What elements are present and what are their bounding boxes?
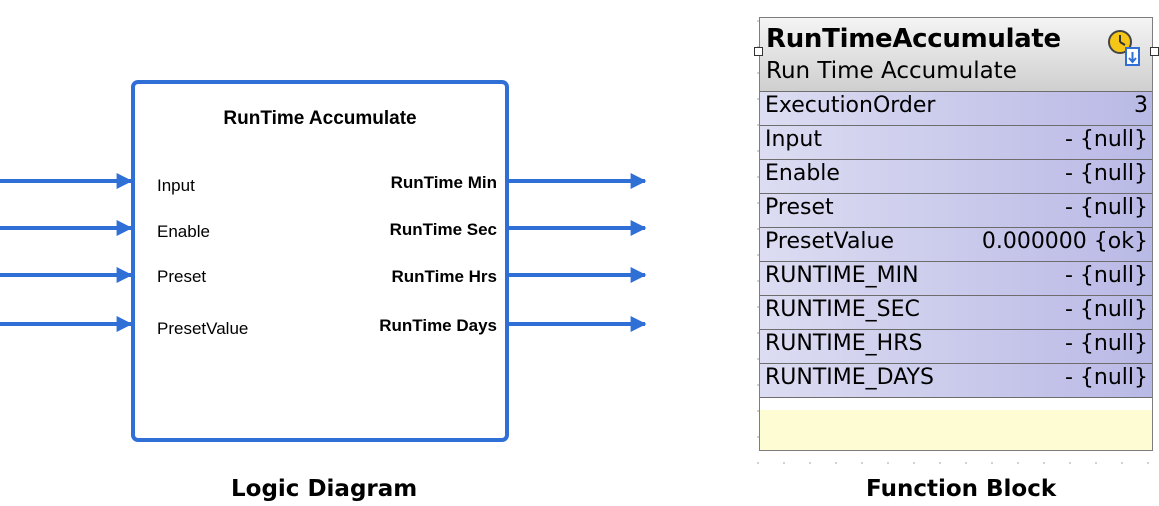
property-value: - {null}: [1064, 161, 1148, 186]
property-row-enable[interactable]: Enable - {null}: [760, 160, 1152, 194]
property-name: RUNTIME_SEC: [765, 297, 920, 322]
property-row-runtime-hrs[interactable]: RUNTIME_HRS - {null}: [760, 330, 1152, 364]
function-block[interactable]: RunTimeAccumulate Run Time Accumulate Ex…: [759, 17, 1153, 451]
property-row-runtime-min[interactable]: RUNTIME_MIN - {null}: [760, 262, 1152, 296]
function-block-title: RunTimeAccumulate: [766, 24, 1061, 54]
output-label-runtime-sec: RunTime Sec: [389, 220, 497, 239]
property-value: - {null}: [1064, 297, 1148, 322]
property-row-runtime-days[interactable]: RUNTIME_DAYS - {null}: [760, 364, 1152, 398]
property-value: 3: [1134, 93, 1148, 118]
input-pin[interactable]: [754, 47, 763, 56]
input-label-input: Input: [157, 176, 195, 195]
input-label-preset: Preset: [157, 267, 207, 286]
clock-icon: [1108, 30, 1140, 66]
logic-block: RunTime Accumulate Input Enable Preset P…: [131, 80, 509, 442]
property-name: PresetValue: [765, 229, 895, 254]
output-pin[interactable]: [1150, 47, 1159, 56]
function-block-header[interactable]: RunTimeAccumulate Run Time Accumulate: [760, 18, 1152, 92]
property-row-preset[interactable]: Preset - {null}: [760, 194, 1152, 228]
input-label-enable: Enable: [157, 222, 210, 241]
property-name: Preset: [765, 195, 834, 220]
function-block-footer: [760, 410, 1152, 450]
output-label-runtime-min: RunTime Min: [390, 173, 497, 192]
output-label-runtime-hrs: RunTime Hrs: [391, 267, 498, 286]
property-name: RUNTIME_HRS: [765, 331, 923, 356]
property-value: - {null}: [1064, 331, 1148, 356]
property-name: Input: [765, 127, 822, 152]
logic-connections: [0, 173, 647, 332]
function-block-caption: Function Block: [866, 476, 1057, 502]
property-name: RUNTIME_DAYS: [765, 365, 934, 390]
input-label-presetvalue: PresetValue: [157, 319, 249, 338]
function-block-subtitle: Run Time Accumulate: [766, 58, 1017, 84]
output-label-runtime-days: RunTime Days: [379, 316, 497, 335]
property-name: Enable: [765, 161, 840, 186]
property-value: 0.000000 {ok}: [981, 229, 1148, 254]
logic-diagram-caption: Logic Diagram: [231, 476, 418, 502]
logic-block-title: RunTime Accumulate: [223, 108, 417, 129]
input-arrows: [0, 173, 133, 332]
property-name: RUNTIME_MIN: [765, 263, 919, 288]
property-value: - {null}: [1064, 195, 1148, 220]
property-value: - {null}: [1064, 263, 1148, 288]
property-row-input[interactable]: Input - {null}: [760, 126, 1152, 160]
property-value: - {null}: [1064, 365, 1148, 390]
property-row-preset-value[interactable]: PresetValue 0.000000 {ok}: [760, 228, 1152, 262]
output-arrows: [509, 173, 647, 332]
property-row-execution-order[interactable]: ExecutionOrder 3: [760, 92, 1152, 126]
property-name: ExecutionOrder: [765, 93, 936, 118]
property-value: - {null}: [1064, 127, 1148, 152]
property-row-runtime-sec[interactable]: RUNTIME_SEC - {null}: [760, 296, 1152, 330]
